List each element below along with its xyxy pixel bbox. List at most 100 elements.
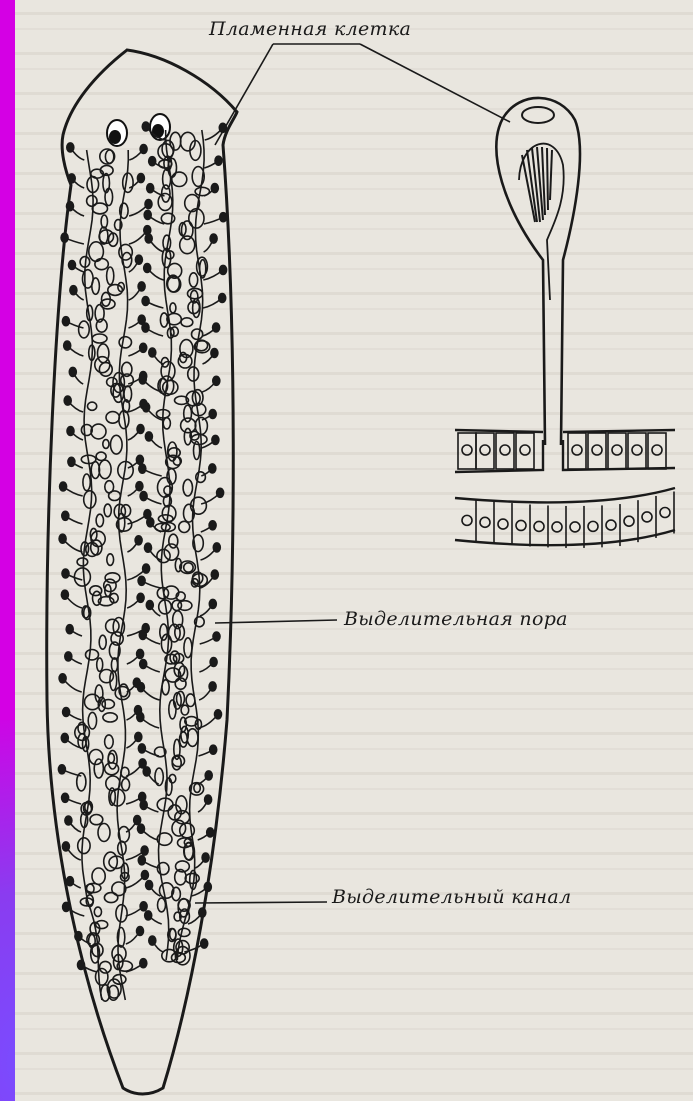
flame-cell-bulb xyxy=(149,348,156,357)
flame-cell-bulb xyxy=(205,771,212,780)
flame-cell-bulb xyxy=(62,511,69,520)
flame-cell-bulb xyxy=(145,543,152,552)
flame-cell-bulb xyxy=(134,816,141,825)
flame-cell-bulb xyxy=(61,590,68,599)
flame-cell-bulb xyxy=(136,482,143,491)
flame-cell-bulb xyxy=(145,911,152,920)
flame-cell-bulb xyxy=(205,795,212,804)
flame-cell-bulb xyxy=(142,122,149,131)
flame-cell-bulb xyxy=(64,396,71,405)
flame-cell-bulb xyxy=(138,744,145,753)
flame-cell-bulb xyxy=(143,403,150,412)
flame-cell-bulb xyxy=(61,733,68,742)
flame-cell-bulb xyxy=(144,264,151,273)
flame-cell-bulb xyxy=(137,593,144,602)
flame-cell-bulb xyxy=(220,213,227,222)
flame-cell-bulb xyxy=(213,543,220,552)
flame-cell-bulb xyxy=(135,255,142,264)
flame-cell-bulb xyxy=(140,660,147,669)
flame-cell-bulb xyxy=(146,601,153,610)
flame-cell-bulb xyxy=(140,145,147,154)
flame-cell-bulb xyxy=(219,294,226,303)
flame-cell-bulb xyxy=(212,435,219,444)
flame-cell-bulb xyxy=(210,745,217,754)
flame-cell-bulb xyxy=(137,425,144,434)
flame-cell-bulb xyxy=(142,297,149,306)
flame-cell-bulb xyxy=(204,882,211,891)
flame-cell-bulb xyxy=(67,202,74,211)
diagram-drawing xyxy=(15,0,693,1101)
flame-cell-bulb xyxy=(147,518,154,527)
flame-cell-bulb xyxy=(65,816,72,825)
leader-canal xyxy=(195,902,327,903)
flame-cell-bulb xyxy=(143,767,150,776)
flame-cell-bulb xyxy=(137,683,144,692)
flame-cell-bulb xyxy=(145,234,152,243)
flame-cell-bulb xyxy=(135,536,142,545)
flame-cell-bulb xyxy=(220,265,227,274)
flame-cell-bulb xyxy=(69,261,76,270)
flame-cell-bulb xyxy=(59,534,66,543)
flame-cell-bulb xyxy=(138,576,145,585)
flame-cell-bulb xyxy=(141,846,148,855)
flame-cell-bulb xyxy=(209,410,216,419)
flame-cell-bulb xyxy=(210,658,217,667)
flame-cell-bulb xyxy=(209,521,216,530)
flame-cell-bulb xyxy=(145,200,152,209)
flame-cell-bulb xyxy=(149,936,156,945)
flame-cell-bulb xyxy=(68,457,75,466)
flame-cell-bulb xyxy=(215,156,222,165)
flame-cell-bulb xyxy=(149,157,156,166)
flame-cell-bulb xyxy=(209,464,216,473)
flame-cell-bulb xyxy=(215,710,222,719)
flame-cell-bulb xyxy=(209,599,216,608)
flame-cell-bulb xyxy=(65,652,72,661)
flame-cell-bulb xyxy=(140,959,147,968)
flame-cell-bulb xyxy=(138,824,145,833)
planarian-excretory-system-figure: Пламенная клетка Выделительная пора Выде… xyxy=(15,0,693,1101)
flame-cell-bulb xyxy=(211,570,218,579)
flame-cell-bulb xyxy=(147,184,154,193)
flame-cell-bulb xyxy=(143,564,150,573)
label-excretory-canal: Выделительный канал xyxy=(332,886,571,908)
flame-cell-bulb xyxy=(201,939,208,948)
flame-cell-bulb xyxy=(63,902,70,911)
label-flame-cell: Пламенная клетка xyxy=(209,18,411,40)
flame-cell-bulb xyxy=(138,856,145,865)
flame-cell-bulb xyxy=(68,174,75,183)
flame-cell-bulb xyxy=(137,649,144,658)
flame-cell-bulb xyxy=(62,569,69,578)
flame-cell-bulb xyxy=(140,801,147,810)
flame-cell-bulb xyxy=(136,455,143,464)
flame-cell-bulb xyxy=(59,674,66,683)
flame-cell-bulb xyxy=(78,960,85,969)
flame-cell-bulb xyxy=(211,184,218,193)
flame-cell-bulb xyxy=(137,927,144,936)
flame-cell-bulb xyxy=(213,376,220,385)
flame-cell-bulb xyxy=(60,482,67,491)
flame-cell-bulb xyxy=(69,367,76,376)
flame-cell-bulb xyxy=(145,432,152,441)
flame-cell-bulb xyxy=(67,877,74,886)
flame-cell-bulb xyxy=(70,286,77,295)
flame-cell-bulb xyxy=(141,871,148,880)
flame-cell-bulb xyxy=(213,632,220,641)
flame-cell-bulb xyxy=(140,902,147,911)
label-excretory-pore: Выделительная пора xyxy=(344,608,568,630)
flame-cell-bulb xyxy=(67,427,74,436)
flame-cell-bulb xyxy=(140,492,147,501)
flame-cell-bulb xyxy=(144,210,151,219)
flame-cell-bulb xyxy=(67,143,74,152)
flame-cell-bulb xyxy=(209,682,216,691)
flame-cell-bulb xyxy=(140,343,147,352)
flame-cell-bulb xyxy=(58,765,65,774)
flame-cell-bulb xyxy=(213,323,220,332)
flame-cell-bulb xyxy=(137,713,144,722)
flame-cell-bulb xyxy=(66,625,73,634)
flame-cell-bulb xyxy=(139,375,146,384)
flame-cell-bulb xyxy=(63,708,70,717)
flame-cell-bulb xyxy=(211,349,218,358)
flame-cell-bulb xyxy=(138,282,145,291)
flame-cell-bulb xyxy=(210,234,217,243)
